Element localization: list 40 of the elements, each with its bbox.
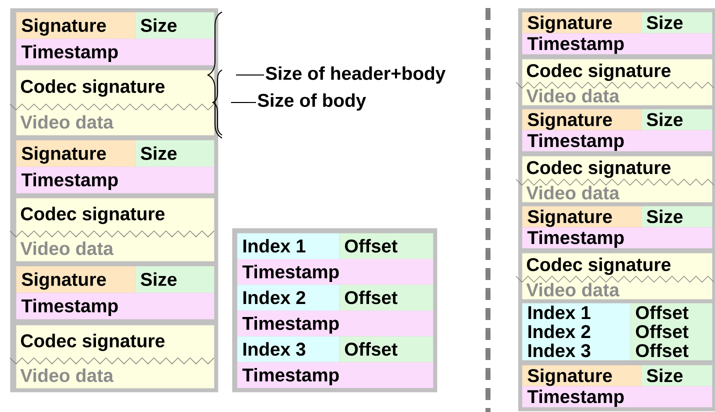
offset-field: Offset Offset Offset [630, 303, 712, 360]
offset-field: Offset [339, 284, 434, 311]
offset-field: Offset [339, 233, 434, 259]
index-field: Index 2 [237, 284, 340, 311]
size-field: Size [641, 12, 712, 34]
index-field: Index 3 [237, 336, 340, 362]
timestamp-field: Timestamp [522, 386, 712, 408]
dimension-label: Size of header+body [266, 66, 446, 84]
timestamp-field: Timestamp [16, 166, 214, 194]
size-field: Size [135, 12, 214, 39]
data-block: Codec signature Video data [10, 198, 214, 262]
data-block: Codec signature Video data [516, 59, 714, 106]
timestamp-field: Timestamp [16, 292, 214, 320]
data-block: Codec signature Video data [10, 325, 214, 388]
signature-field: Signature [16, 266, 136, 293]
timestamp-field: Timestamp [237, 362, 434, 388]
signature-field: Signature [522, 206, 642, 228]
size-field: Size [641, 109, 712, 130]
data-block: Codec signature Video data [516, 253, 714, 300]
signature-field: Signature [522, 109, 642, 130]
timestamp-field: Timestamp [16, 38, 214, 66]
size-field: Size [641, 206, 712, 228]
signature-field: Signature [522, 12, 642, 34]
size-field: Size [641, 365, 712, 386]
data-block: Codec signature Video data [516, 156, 714, 202]
size-field: Size [135, 140, 214, 167]
offset-field: Offset [339, 336, 434, 362]
timestamp-field: Timestamp [237, 259, 434, 285]
timestamp-field: Timestamp [522, 33, 712, 54]
timestamp-field: Timestamp [522, 227, 712, 248]
timestamp-field: Timestamp [237, 310, 434, 336]
timestamp-field: Timestamp [522, 130, 712, 152]
index-field: Index 1 Index 2 Index 3 [522, 303, 630, 360]
signature-field: Signature [16, 140, 136, 167]
dimension-label: Size of body [258, 93, 366, 111]
index-field: Index 1 [237, 233, 340, 259]
data-block: Codec signature Video data [10, 70, 214, 136]
signature-field: Signature [16, 12, 136, 39]
size-field: Size [135, 266, 214, 293]
signature-field: Signature [522, 365, 642, 386]
